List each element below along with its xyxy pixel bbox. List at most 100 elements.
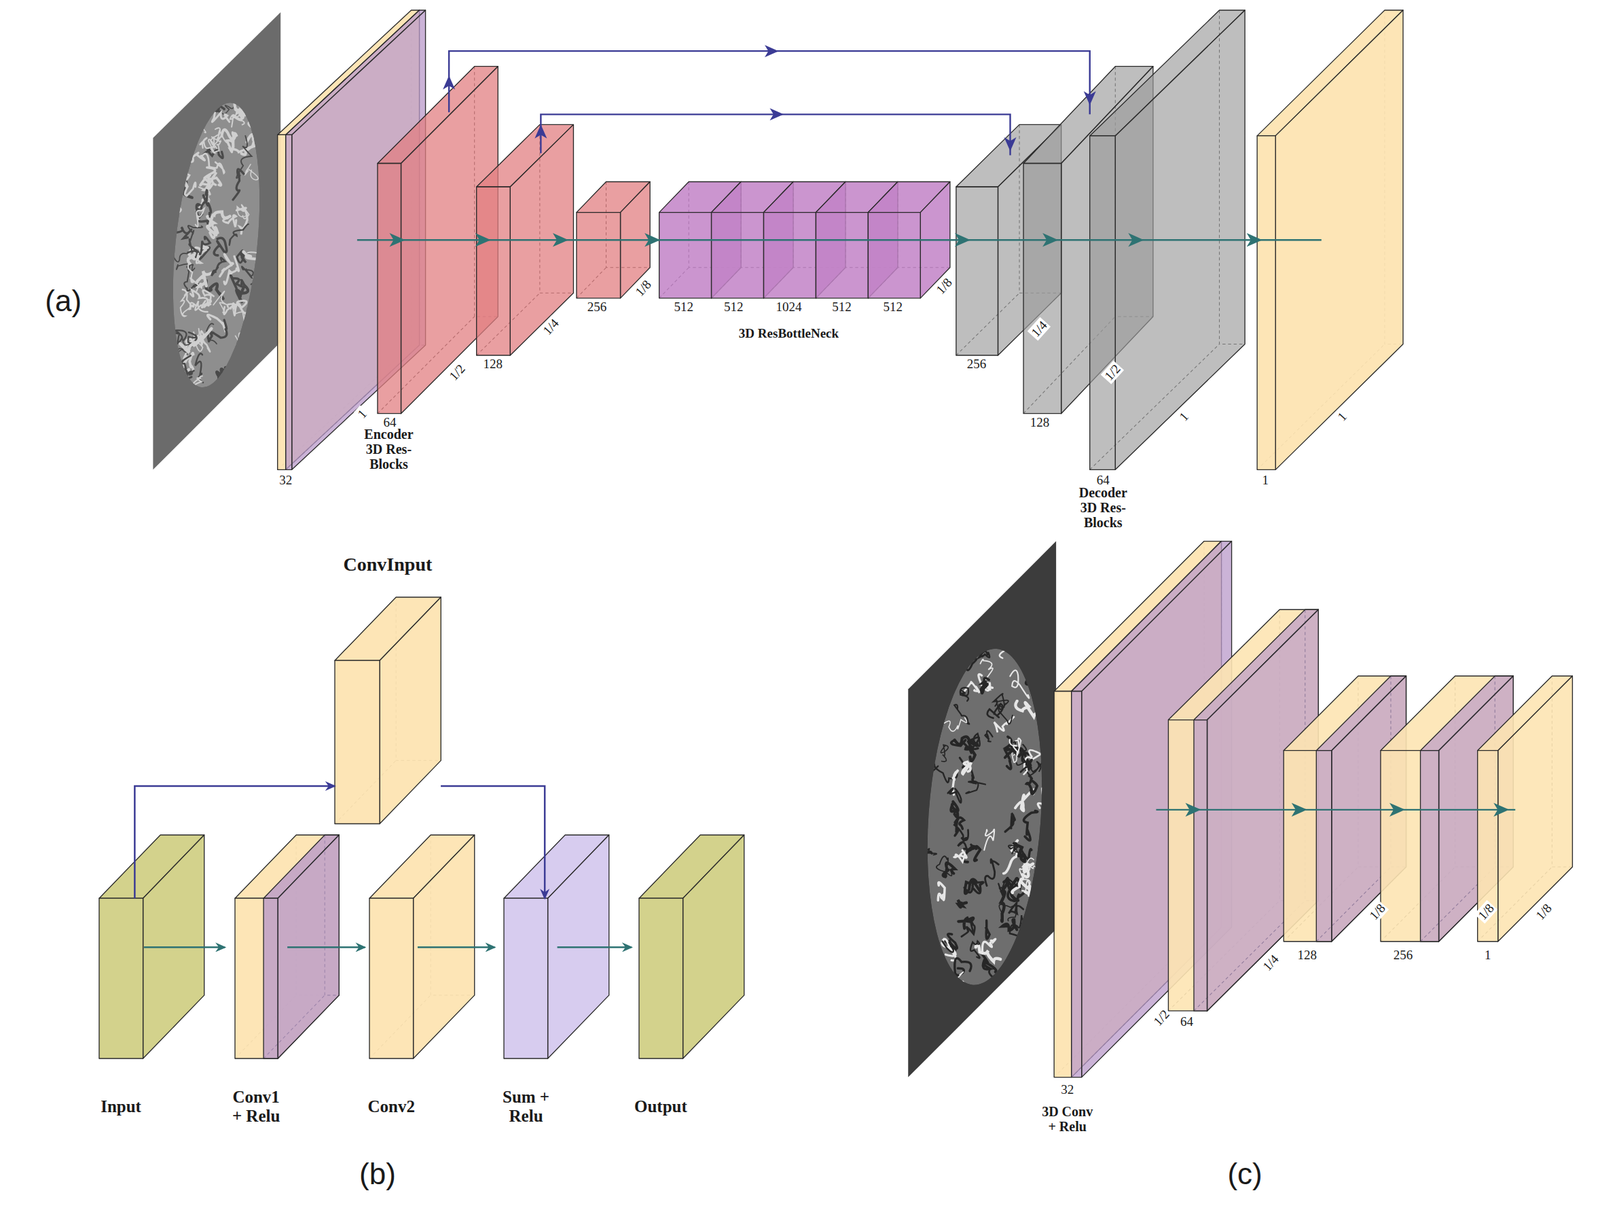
- layer-block-drawing: [639, 834, 745, 1059]
- brain-fold: [188, 262, 202, 292]
- block-front-face: [334, 660, 380, 824]
- brain-fold: [964, 881, 984, 894]
- dimension-label: 512: [881, 298, 904, 314]
- box-label: Conv1 + Relu: [227, 1087, 285, 1125]
- brain-fold: [994, 641, 1009, 659]
- hidden-edge: [99, 834, 205, 1059]
- brain-fold: [200, 153, 225, 174]
- block-group-label: Decoder 3D Res-Blocks: [1073, 484, 1133, 530]
- layer-box: Input: [97, 897, 144, 1118]
- brain-fold: [211, 137, 221, 154]
- dimension-label: 128: [1028, 414, 1052, 429]
- brain-fold: [245, 374, 265, 391]
- block-front-face: [1380, 750, 1440, 942]
- layer-box: Conv1 + Relu: [224, 897, 288, 1127]
- block-side-face: [277, 834, 339, 1059]
- brain-fold: [224, 361, 238, 378]
- brain-fold: [954, 816, 964, 836]
- brain-fold: [951, 739, 972, 753]
- brain-fold: [241, 266, 255, 284]
- panel-letter: (b): [359, 1157, 396, 1190]
- brain-fold: [190, 289, 209, 307]
- block-front-face: [1071, 690, 1082, 1077]
- arrow-head: [644, 232, 661, 247]
- arrow-head: [389, 232, 406, 247]
- block-front-face: [369, 897, 414, 1059]
- brain-scan: [154, 96, 273, 412]
- block-front-face: [659, 212, 712, 299]
- layer-block: [234, 834, 339, 1059]
- layer-block-drawing: [503, 834, 610, 1059]
- brain-fold: [947, 971, 964, 989]
- brain-fold: [218, 367, 230, 379]
- brain-fold: [946, 645, 964, 670]
- scan-slice: [907, 541, 1057, 1078]
- layer-block: [639, 834, 745, 1059]
- block-front-face: [815, 212, 868, 299]
- arrow-head: [764, 44, 779, 58]
- hidden-edge: [334, 596, 441, 824]
- dimension-label: 32: [1059, 1081, 1076, 1097]
- brain-fold: [200, 167, 216, 185]
- box-label: Conv2: [367, 1096, 415, 1116]
- block-front-face: [956, 186, 999, 356]
- brain-fold: [1016, 756, 1041, 772]
- hidden-edge: [263, 834, 339, 1059]
- arrow-head: [1291, 802, 1308, 817]
- brain-fold: [1036, 651, 1054, 665]
- brain-fold: [169, 159, 178, 190]
- brain-fold: [984, 829, 995, 851]
- brain-fold: [239, 350, 254, 358]
- brain-fold: [994, 716, 1014, 732]
- block-side-face: [277, 834, 339, 1059]
- layer-box: Output: [631, 897, 690, 1118]
- brain-fold: [1019, 867, 1031, 893]
- brain-fold: [176, 264, 195, 271]
- layer-box: Sum + Relu: [495, 897, 558, 1127]
- dimension-label: 1/2: [445, 360, 470, 385]
- block-side-face: [142, 834, 204, 1059]
- brain-fold: [232, 97, 246, 120]
- brain-fold: [926, 662, 945, 678]
- brain-fold: [985, 859, 999, 886]
- layer-block: [503, 834, 610, 1059]
- panel-letter: (c): [1227, 1157, 1262, 1190]
- block-side-face: [379, 596, 441, 824]
- dimension-label: 1/8: [1532, 899, 1556, 923]
- brain-fold: [232, 383, 244, 413]
- layer-block-drawing: [99, 834, 205, 1059]
- block-front-face: [285, 134, 293, 470]
- brain-fold: [1026, 779, 1038, 794]
- block-front-face: [764, 212, 817, 299]
- layer-block: [263, 834, 339, 1059]
- brain-fold: [998, 877, 1018, 897]
- brain-fold: [236, 285, 248, 302]
- arrow-head: [1083, 91, 1097, 105]
- brain-fold: [243, 251, 256, 259]
- brain-fold: [256, 266, 272, 280]
- brain-fold: [256, 321, 268, 341]
- brain-fold: [950, 801, 958, 817]
- brain-fold: [230, 273, 245, 288]
- brain-fold: [1015, 700, 1041, 720]
- block-group-label: Encoder 3D Res-Blocks: [358, 426, 419, 472]
- layer-block: [369, 834, 475, 1059]
- brain-fold: [1017, 848, 1031, 859]
- dimension-label: 1/8: [932, 273, 957, 298]
- layer-block-drawing: [334, 596, 441, 824]
- brain-fold: [1008, 844, 1020, 854]
- arrow-head: [552, 232, 569, 247]
- brain-fold: [941, 940, 957, 952]
- dimension-label: 1: [1483, 946, 1493, 961]
- dimension-label: 512: [722, 298, 745, 314]
- dimension-label: 1/2: [1100, 360, 1125, 385]
- brain-fold: [1009, 914, 1026, 938]
- brain-fold: [250, 330, 259, 349]
- brain-fold: [196, 253, 203, 264]
- dimension-label: 1/2: [1149, 1005, 1174, 1029]
- block-front-face: [639, 897, 684, 1059]
- brain-fold: [229, 224, 249, 246]
- brain-fold: [1026, 677, 1039, 695]
- brain-fold: [954, 850, 968, 862]
- brain-fold: [1006, 950, 1020, 974]
